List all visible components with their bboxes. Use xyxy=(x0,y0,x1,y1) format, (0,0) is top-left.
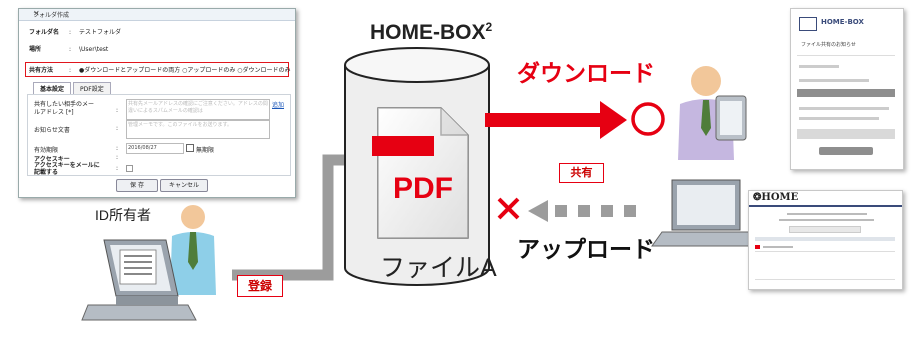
pdf-file-icon xyxy=(372,107,469,239)
doc-brand: HOME-BOX xyxy=(821,18,864,26)
message-input[interactable]: 管理メーモです。このファイルをお送ります。 xyxy=(126,120,270,139)
register-tag: 登録 xyxy=(237,275,283,297)
permission-highlight xyxy=(25,62,289,77)
share-settings-dialog: フォルダ作成 ✕ フォルダ名:テストフォルダ 場所:\User\test 共有方… xyxy=(18,8,296,198)
location-label: 場所 xyxy=(29,46,42,53)
tablet-icon xyxy=(715,95,747,141)
screen-brand: ❂HOME xyxy=(753,192,799,203)
notify-checkbox[interactable] xyxy=(126,165,133,172)
owner-person-icon xyxy=(170,205,216,295)
upload-arrow xyxy=(528,200,636,222)
permission-label: 共有方法 xyxy=(29,67,54,74)
expiry-input[interactable]: 2016/08/27 xyxy=(126,143,184,154)
title-text: HOME-BOX xyxy=(370,21,486,44)
add-link[interactable]: 追加 xyxy=(272,102,285,109)
no-expiry-label: 無期限 xyxy=(196,147,215,154)
owner-laptop-icon xyxy=(81,239,197,321)
dialog-titlebar: フォルダ作成 ✕ xyxy=(19,9,295,21)
save-button[interactable]: 保 存 xyxy=(116,179,158,192)
title-superscript: 2 xyxy=(485,20,493,34)
permission-options[interactable]: ●ダウンロードとアップロードの両方 ○アップロードのみ ○ダウンロードのみ xyxy=(79,67,291,74)
access-key-label: アクセスキー xyxy=(34,156,70,163)
download-arrow xyxy=(485,101,665,139)
tab-pdf[interactable]: PDF設定 xyxy=(73,82,111,94)
diagram-title: HOME-BOX2 xyxy=(370,20,492,45)
upload-denied-mark xyxy=(497,197,520,220)
folder-name-row: フォルダ名:テストフォルダ xyxy=(29,29,122,36)
cancel-button[interactable]: キャンセル xyxy=(160,179,208,192)
location-row: 場所:\User\test xyxy=(29,46,109,53)
share-tag: 共有 xyxy=(559,163,604,183)
expiry-label: 有効期限 xyxy=(34,147,59,154)
recipient-laptop-icon xyxy=(651,179,763,247)
folder-name-label: フォルダ名 xyxy=(29,29,60,36)
notification-email-preview: HOME-BOX ファイル共有のお知らせ xyxy=(790,8,904,170)
close-icon[interactable]: ✕ xyxy=(33,9,40,18)
tab-basic[interactable]: 基本設定 xyxy=(33,82,72,94)
home-web-screen: ❂HOME xyxy=(748,190,903,290)
mail-input[interactable]: 共有先メールアドレスの確認にご注意ください。アドレスの間違いによるスパムメールの… xyxy=(126,99,270,120)
mail-label: 共有したい相手のメールアドレス [*] xyxy=(34,101,95,116)
folder-name-value: テストフォルダ xyxy=(79,29,122,36)
doc-heading: ファイル共有のお知らせ xyxy=(801,42,856,48)
no-expiry-checkbox[interactable] xyxy=(186,144,194,152)
file-label: ファイルA xyxy=(380,254,497,282)
location-value: \User\test xyxy=(79,46,109,53)
permission-row[interactable]: 共有方法:●ダウンロードとアップロードの両方 ○アップロードのみ ○ダウンロード… xyxy=(29,67,291,74)
pdf-label: PDF xyxy=(393,172,453,205)
message-label: お知らせ文書 xyxy=(34,127,70,134)
settings-panel: 共有したい相手のメールアドレス [*] : 共有先メールアドレスの確認にご注意く… xyxy=(27,94,291,176)
notify-label: アクセスキーをメールに記載する xyxy=(34,162,100,176)
download-label: ダウンロード xyxy=(517,60,655,86)
dialog-title: フォルダ作成 xyxy=(33,12,70,19)
owner-label: ID所有者 xyxy=(95,207,151,223)
brand-logo-icon xyxy=(799,17,817,31)
upload-label: アップロード xyxy=(517,236,655,262)
